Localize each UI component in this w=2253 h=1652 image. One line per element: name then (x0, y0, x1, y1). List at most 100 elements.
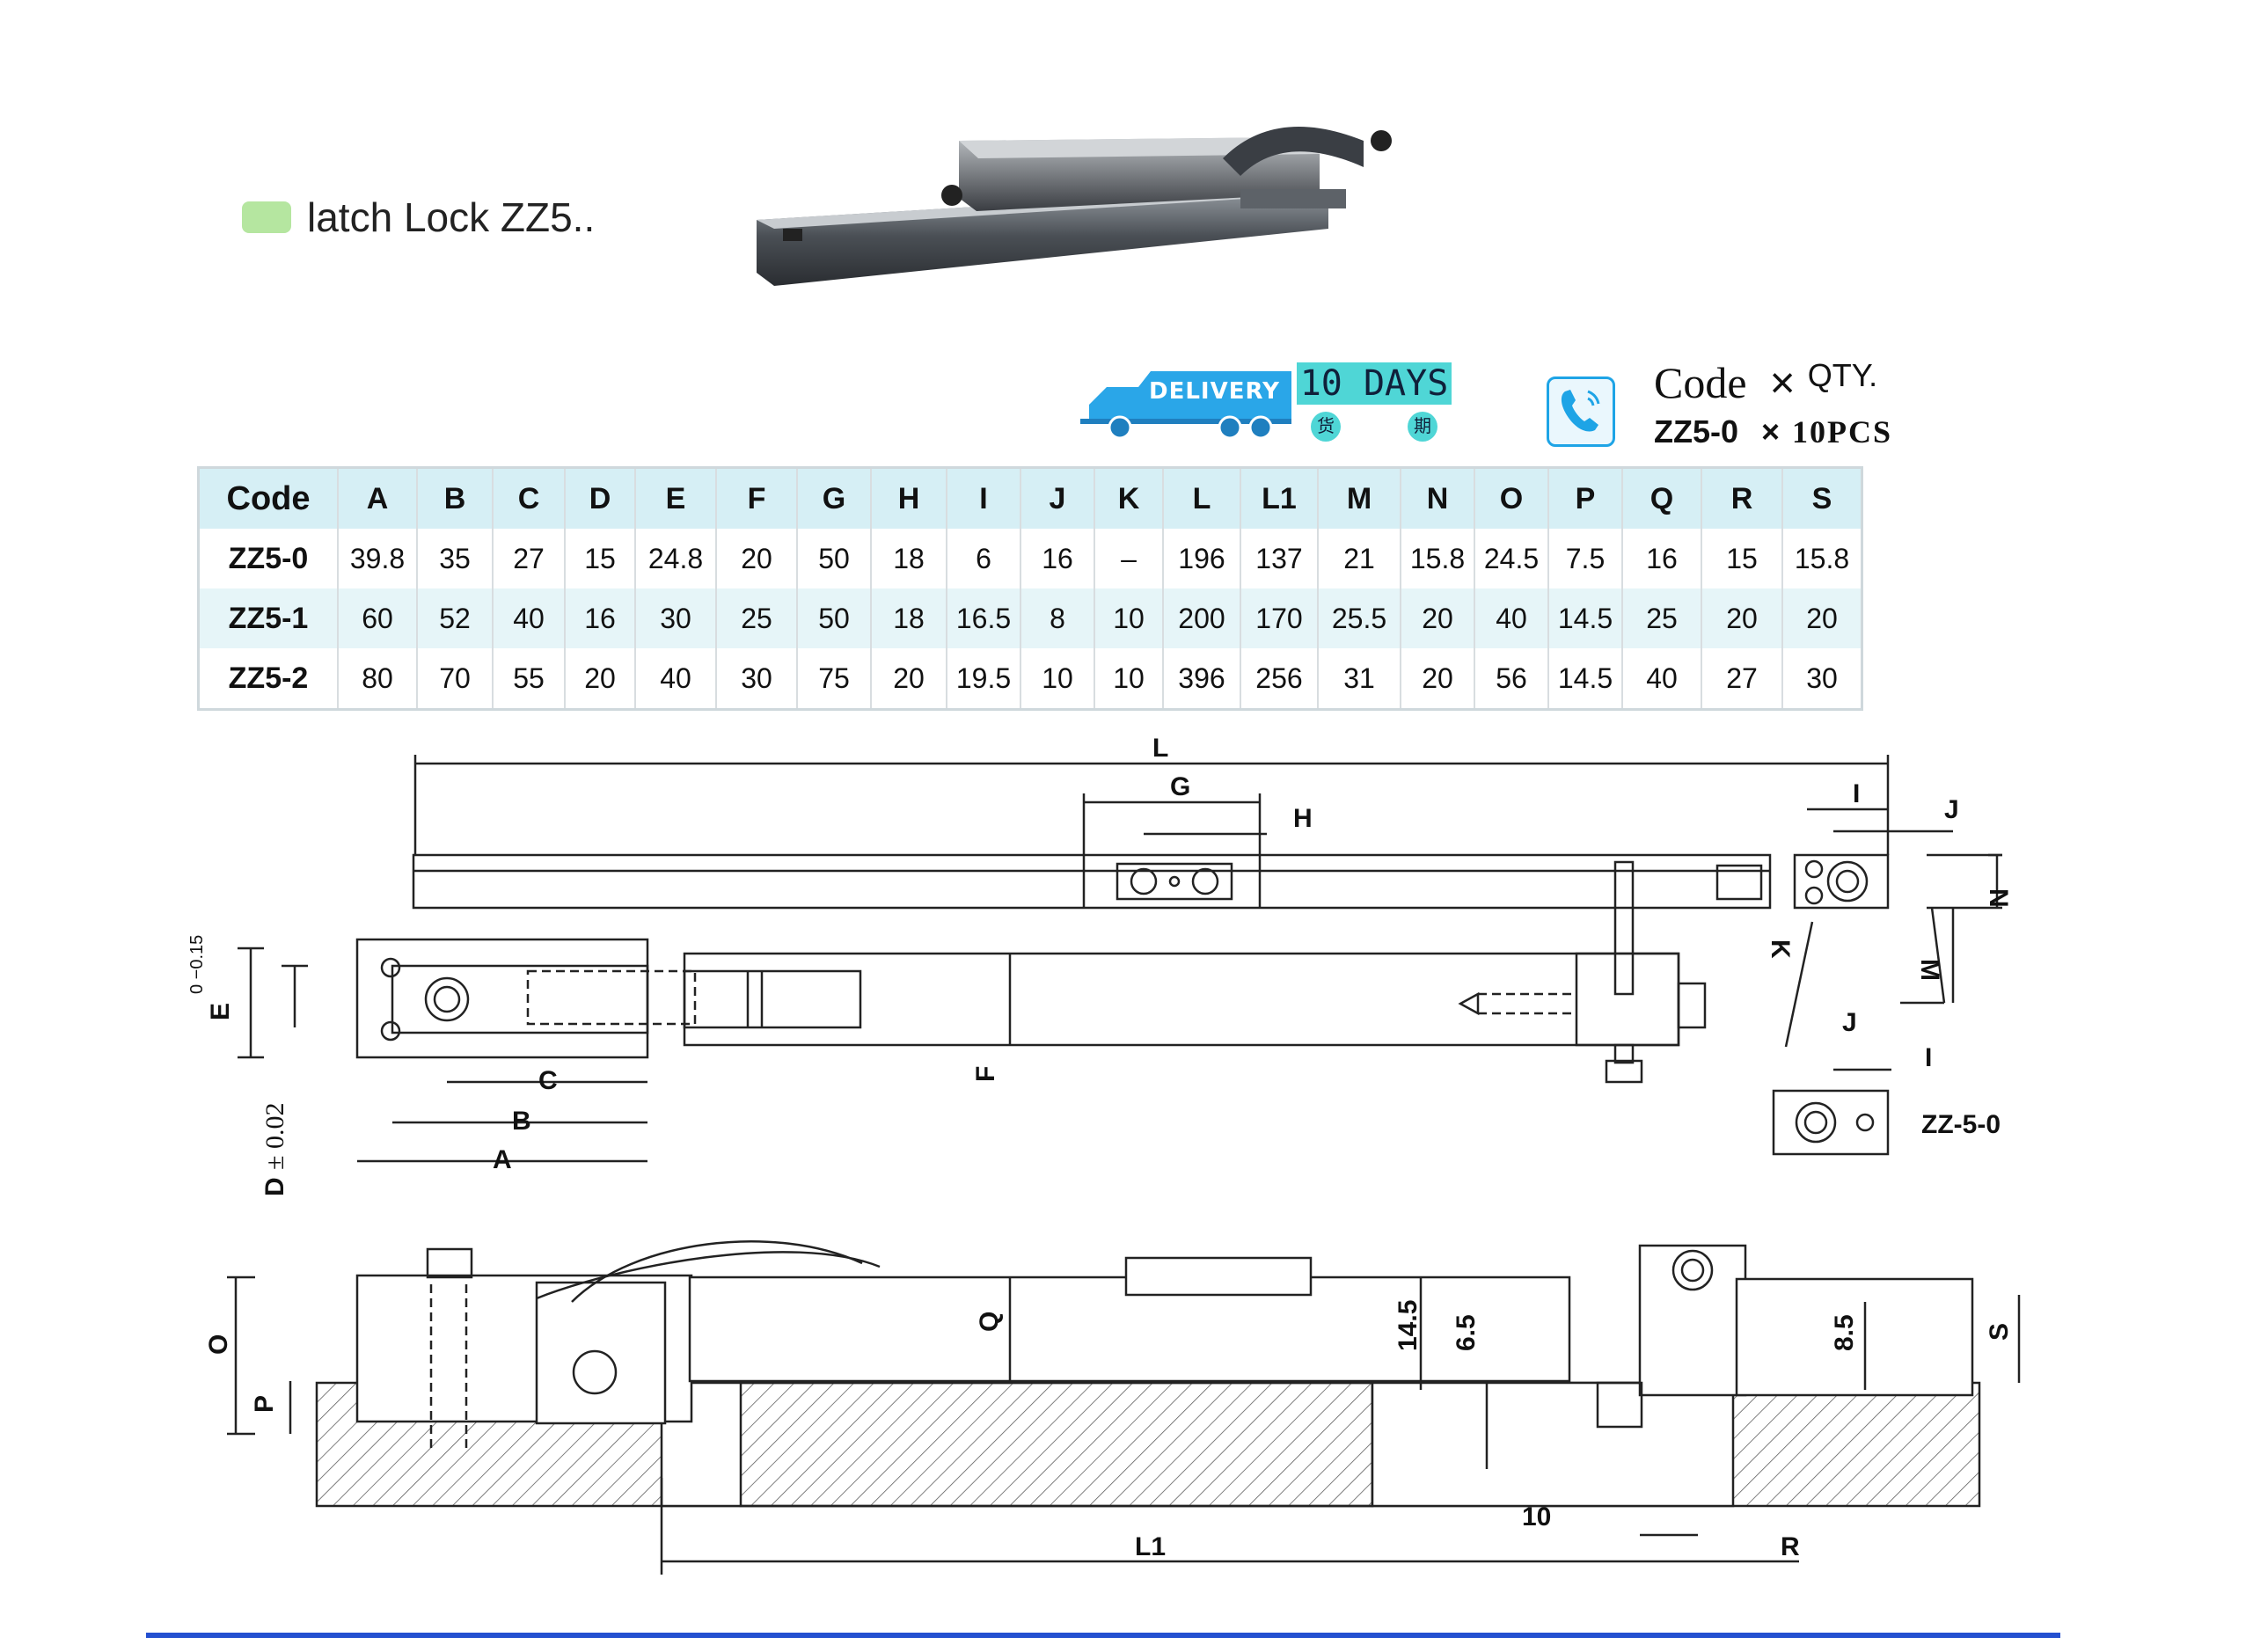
technical-drawing: L G H I J N M K E 0 −0.15 C B A F D ± 0.… (187, 734, 2021, 1575)
header: latch Lock ZZ5.. (242, 194, 595, 241)
col-header: J (1020, 467, 1094, 529)
table-cell: 55 (492, 648, 565, 710)
dim-J-detail: J (1842, 1008, 1857, 1037)
dim-L: L (1152, 734, 1168, 763)
table-cell: 50 (796, 588, 871, 648)
dim-H: H (1293, 804, 1313, 833)
col-header: K (1094, 467, 1163, 529)
order-code-value: ZZ5-0 (1654, 413, 1739, 450)
dim-S: S (1985, 1323, 2014, 1341)
table-cell: 10 (1020, 648, 1094, 710)
table-cell: 19.5 (946, 648, 1020, 710)
col-header: D (564, 467, 635, 529)
table-cell: 16.5 (946, 588, 1020, 648)
dim-C: C (538, 1066, 558, 1095)
table-cell: 25 (1621, 588, 1701, 648)
table-cell: 30 (1781, 648, 1862, 710)
table-cell: 8 (1020, 588, 1094, 648)
dim-G: G (1170, 772, 1190, 801)
col-header: C (492, 467, 565, 529)
dim-D: D (260, 1177, 289, 1196)
table-cell: 75 (796, 648, 871, 710)
col-header: B (416, 467, 493, 529)
table-cell: 40 (1621, 648, 1701, 710)
dim-10: 10 (1522, 1502, 1551, 1531)
col-header: Q (1621, 467, 1701, 529)
dim-E-tolerance: 0 −0.15 (187, 935, 207, 994)
table-cell: – (1094, 529, 1163, 588)
table-header-row: Code A B C D E F G H I J K L L1 M N O P … (197, 467, 1862, 529)
col-header: O (1474, 467, 1548, 529)
table-cell: 20 (1400, 588, 1474, 648)
table-cell: 30 (715, 648, 797, 710)
table-cell: 60 (337, 588, 417, 648)
order-times-1: × (1769, 358, 1796, 407)
col-header: P (1547, 467, 1622, 529)
row-code: ZZ5-0 (197, 529, 338, 588)
dim-O: O (204, 1334, 233, 1355)
dim-P: P (250, 1395, 279, 1413)
table-cell: 137 (1240, 529, 1318, 588)
order-example: Code×QTY. ZZ5-0×10PCS (1654, 357, 1892, 450)
dim-Q: Q (975, 1312, 1004, 1332)
table-cell: 56 (1474, 648, 1548, 710)
order-code-label: Code (1654, 358, 1747, 407)
col-header: R (1701, 467, 1782, 529)
col-header: L1 (1240, 467, 1318, 529)
table-cell: 52 (416, 588, 493, 648)
detail-label: ZZ-5-0 (1921, 1110, 2001, 1139)
dim-8-5: 8.5 (1830, 1314, 1859, 1351)
table-cell: 6 (946, 529, 1020, 588)
delivery-cn-1: 货 (1311, 412, 1341, 442)
table-cell: 16 (1020, 529, 1094, 588)
col-header: F (715, 467, 797, 529)
delivery-badge: DELIVERY 10 DAYS 货 期 (1080, 362, 1452, 443)
table-cell: 16 (564, 588, 635, 648)
table-cell: 20 (1400, 648, 1474, 710)
table-cell: 10 (1094, 648, 1163, 710)
dim-A: A (493, 1145, 512, 1174)
order-qty-value: 10PCS (1792, 414, 1893, 450)
dim-E: E (206, 1003, 235, 1020)
footer-rule (146, 1633, 2060, 1638)
table-cell: 170 (1240, 588, 1318, 648)
dim-14-5: 14.5 (1393, 1300, 1423, 1351)
product-photo (757, 127, 1392, 286)
table-cell: 200 (1162, 588, 1240, 648)
table-cell: 80 (337, 648, 417, 710)
dim-K: K (1766, 939, 1795, 959)
table-cell: 196 (1162, 529, 1240, 588)
table-cell: 27 (1701, 648, 1782, 710)
col-header: N (1400, 467, 1474, 529)
row-code: ZZ5-2 (197, 648, 338, 710)
col-header: L (1162, 467, 1240, 529)
dim-M: M (1915, 959, 1944, 981)
dim-R: R (1781, 1532, 1800, 1561)
table-cell: 16 (1621, 529, 1701, 588)
dim-J: J (1944, 795, 1959, 824)
dim-N: N (1984, 888, 2013, 908)
phone-icon (1547, 376, 1615, 447)
delivery-label: DELIVERY (1149, 378, 1280, 405)
dim-I-detail: I (1925, 1043, 1932, 1072)
title-swatch (242, 201, 291, 233)
table-cell: 27 (492, 529, 565, 588)
table-cell: 10 (1094, 588, 1163, 648)
col-header: M (1317, 467, 1401, 529)
table-cell: 40 (634, 648, 716, 710)
table-cell: 70 (416, 648, 493, 710)
col-header: S (1781, 467, 1862, 529)
table-cell: 20 (1701, 588, 1782, 648)
table-cell: 30 (634, 588, 716, 648)
col-header: A (337, 467, 417, 529)
table-cell: 25 (715, 588, 797, 648)
dim-6-5: 6.5 (1452, 1314, 1481, 1351)
delivery-cn-2: 期 (1408, 412, 1437, 442)
dim-I: I (1853, 779, 1860, 808)
table-cell: 20 (870, 648, 947, 710)
table-cell: 15.8 (1781, 529, 1862, 588)
table-cell: 40 (492, 588, 565, 648)
spec-table: Code A B C D E F G H I J K L L1 M N O P … (197, 466, 1863, 711)
